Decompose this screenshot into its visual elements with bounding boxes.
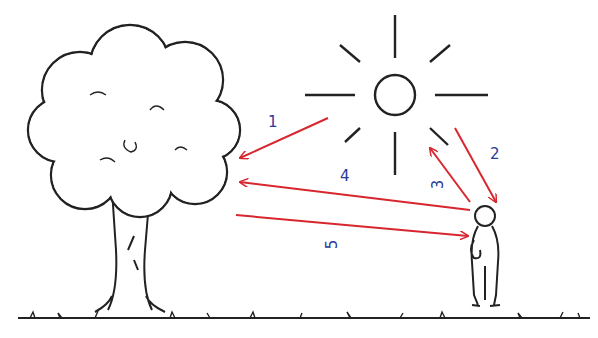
person [471, 206, 500, 306]
grass [30, 311, 580, 318]
callout-number: 5 [324, 238, 341, 252]
callout-number: 3 [430, 178, 447, 192]
callout-number: 2 [488, 146, 502, 163]
callout-number: 1 [266, 114, 280, 131]
tree-crown [28, 25, 240, 217]
leaf-marks [90, 92, 187, 162]
ground-line [18, 317, 590, 319]
light-arrows [236, 118, 496, 236]
sun [305, 15, 488, 175]
callout-number: 4 [338, 168, 352, 185]
